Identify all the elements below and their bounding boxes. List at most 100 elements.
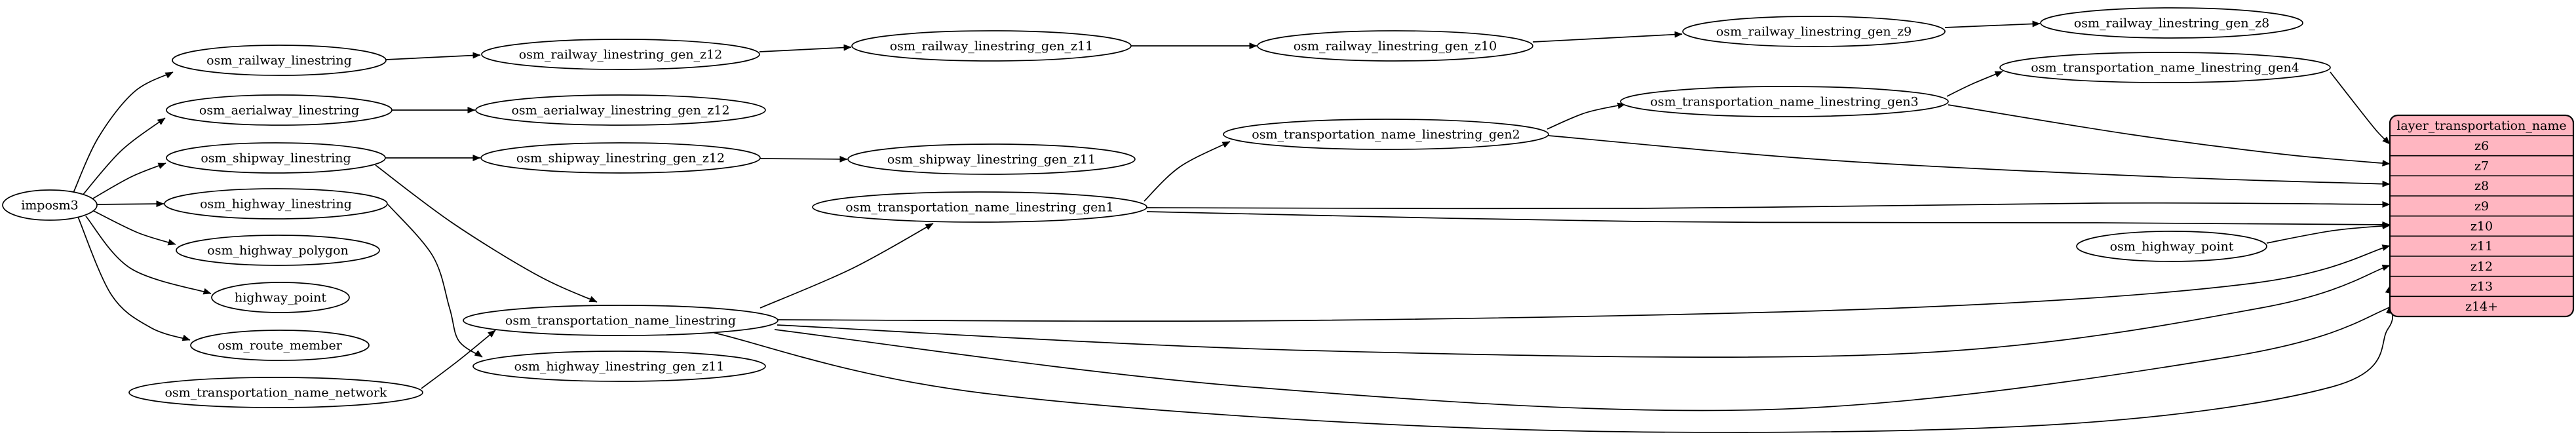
node-label-osm_transportation_name_linestring_gen1: osm_transportation_name_linestring_gen1 xyxy=(845,200,1113,215)
node-label-osm_aerialway_linestring_gen_z12: osm_aerialway_linestring_gen_z12 xyxy=(511,104,729,118)
edge-imposm3--osm_highway_polygon xyxy=(93,210,176,246)
node-osm_shipway_linestring: osm_shipway_linestring xyxy=(166,142,386,174)
node-label-osm_transportation_name_linestring_gen4: osm_transportation_name_linestring_gen4 xyxy=(2031,61,2299,75)
node-label-osm_transportation_name_network: osm_transportation_name_network xyxy=(164,386,387,400)
node-ellipse-osm_aerialway_linestring_gen_z12 xyxy=(475,94,766,126)
node-label-osm_railway_linestring: osm_railway_linestring xyxy=(206,54,352,68)
record-row-z9: z9 xyxy=(2474,199,2489,214)
node-osm_railway_linestring_gen_z10: osm_railway_linestring_gen_z10 xyxy=(1257,30,1533,62)
node-ellipse-osm_transportation_name_network xyxy=(128,377,423,408)
node-ellipse-osm_shipway_linestring xyxy=(166,142,386,174)
edge-osm_highway_linestring--osm_highway_linestring_gen_z11 xyxy=(387,204,483,358)
node-osm_highway_linestring_gen_z11: osm_highway_linestring_gen_z11 xyxy=(472,351,766,382)
node-label-osm_route_member: osm_route_member xyxy=(218,339,343,353)
record-row-z8: z8 xyxy=(2474,179,2489,193)
edge-osm_highway_point--layer_transportation_name.z10 xyxy=(2266,223,2391,244)
edge-osm_shipway_linestring--osm_transportation_name_linestring xyxy=(375,164,598,303)
node-ellipse-osm_highway_polygon xyxy=(176,235,380,266)
node-ellipse-osm_railway_linestring_gen_z11 xyxy=(851,30,1132,62)
edge-osm_transportation_name_linestring_gen4--layer_transportation_name.z6 xyxy=(2330,71,2391,145)
node-ellipse-osm_highway_linestring_gen_z11 xyxy=(472,351,766,382)
edge-osm_railway_linestring--osm_railway_linestring_gen_z12 xyxy=(385,52,481,60)
node-ellipse-osm_transportation_name_linestring_gen1 xyxy=(812,191,1147,223)
node-osm_highway_point: osm_highway_point xyxy=(2076,231,2267,262)
node-label-osm_highway_linestring: osm_highway_linestring xyxy=(200,197,352,212)
edge-imposm3--osm_route_member xyxy=(77,216,191,341)
node-label-osm_aerialway_linestring: osm_aerialway_linestring xyxy=(199,104,359,118)
edge-osm_railway_linestring_gen_z12--osm_railway_linestring_gen_z11 xyxy=(759,44,852,52)
node-osm_transportation_name_network: osm_transportation_name_network xyxy=(128,377,423,408)
node-ellipse-osm_transportation_name_linestring_gen4 xyxy=(1999,52,2331,83)
node-osm_transportation_name_linestring: osm_transportation_name_linestring xyxy=(463,305,779,336)
nodes-layer: imposm3 osm_railway_linestring osm_aerialw… xyxy=(2,7,2331,408)
node-label-osm_highway_polygon: osm_highway_polygon xyxy=(207,244,349,258)
node-ellipse-imposm3 xyxy=(2,189,98,221)
node-osm_highway_polygon: osm_highway_polygon xyxy=(176,235,380,266)
node-ellipse-highway_point xyxy=(211,282,350,313)
node-ellipse-osm_highway_point xyxy=(2076,231,2267,262)
node-ellipse-osm_shipway_linestring_gen_z12 xyxy=(480,142,761,174)
edge-osm_transportation_name_linestring--layer_transportation_name.z13 xyxy=(774,285,2399,411)
node-label-osm_transportation_name_linestring_gen2: osm_transportation_name_linestring_gen2 xyxy=(1252,128,1520,142)
node-ellipse-osm_railway_linestring_gen_z8 xyxy=(2040,7,2303,39)
edge-osm_transportation_name_network--osm_transportation_name_linestring xyxy=(421,330,496,389)
node-ellipse-osm_transportation_name_linestring xyxy=(463,305,779,336)
node-label-imposm3: imposm3 xyxy=(21,199,79,213)
node-ellipse-osm_aerialway_linestring xyxy=(166,94,393,126)
edge-osm_transportation_name_linestring_gen2--osm_transportation_name_linestring_gen3 xyxy=(1547,102,1626,130)
edge-imposm3--osm_railway_linestring xyxy=(73,71,174,193)
node-osm_shipway_linestring_gen_z11: osm_shipway_linestring_gen_z11 xyxy=(847,143,1136,175)
node-osm_transportation_name_linestring_gen4: osm_transportation_name_linestring_gen4 xyxy=(1999,52,2331,83)
edge-osm_transportation_name_linestring_gen1--osm_transportation_name_linestring_gen2 xyxy=(1144,141,1231,202)
node-label-osm_railway_linestring_gen_z8: osm_railway_linestring_gen_z8 xyxy=(2074,16,2269,31)
node-osm_transportation_name_linestring_gen1: osm_transportation_name_linestring_gen1 xyxy=(812,191,1147,223)
edge-imposm3--osm_shipway_linestring xyxy=(91,162,166,200)
record-row-z7: z7 xyxy=(2474,159,2489,174)
node-label-osm_transportation_name_linestring_gen3: osm_transportation_name_linestring_gen3 xyxy=(1650,95,1918,109)
edge-osm_transportation_name_linestring--layer_transportation_name.z12 xyxy=(777,264,2391,358)
node-imposm3: imposm3 xyxy=(2,189,98,221)
node-ellipse-osm_transportation_name_linestring_gen2 xyxy=(1223,119,1549,150)
node-label-osm_highway_point: osm_highway_point xyxy=(2110,240,2234,254)
node-ellipse-osm_railway_linestring_gen_z9 xyxy=(1682,16,1946,47)
node-osm_railway_linestring_gen_z8: osm_railway_linestring_gen_z8 xyxy=(2040,7,2303,39)
node-osm_railway_linestring_gen_z12: osm_railway_linestring_gen_z12 xyxy=(481,39,760,70)
node-ellipse-osm_shipway_linestring_gen_z11 xyxy=(847,143,1136,175)
node-ellipse-osm_railway_linestring_gen_z12 xyxy=(481,39,760,70)
node-osm_transportation_name_linestring_gen2: osm_transportation_name_linestring_gen2 xyxy=(1223,119,1549,150)
node-osm_transportation_name_linestring_gen3: osm_transportation_name_linestring_gen3 xyxy=(1620,86,1949,117)
edge-osm_transportation_name_linestring--layer_transportation_name.z11 xyxy=(777,244,2391,322)
record-row-z12: z12 xyxy=(2470,259,2493,274)
record-row-z11: z11 xyxy=(2470,239,2493,254)
record-layer: layer_transportation_name z6 z7 z8 z9 z10 z11 z… xyxy=(2389,114,2575,318)
record-title: layer_transportation_name xyxy=(2396,119,2566,133)
node-label-osm_railway_linestring_gen_z11: osm_railway_linestring_gen_z11 xyxy=(890,39,1094,54)
node-osm_railway_linestring_gen_z11: osm_railway_linestring_gen_z11 xyxy=(851,30,1132,62)
edge-osm_railway_linestring_gen_z10--osm_railway_linestring_gen_z9 xyxy=(1532,31,1683,43)
record-row-z10: z10 xyxy=(2470,220,2493,234)
edge-osm_railway_linestring_gen_z9--osm_railway_linestring_gen_z8 xyxy=(1944,20,2041,28)
node-label-osm_transportation_name_linestring: osm_transportation_name_linestring xyxy=(505,314,736,328)
node-osm_railway_linestring_gen_z9: osm_railway_linestring_gen_z9 xyxy=(1682,16,1946,47)
node-osm_aerialway_linestring_gen_z12: osm_aerialway_linestring_gen_z12 xyxy=(475,94,766,126)
edge-osm_transportation_name_linestring--layer_transportation_name.z14+ xyxy=(714,305,2394,433)
node-label-osm_shipway_linestring: osm_shipway_linestring xyxy=(201,151,351,166)
node-osm_aerialway_linestring: osm_aerialway_linestring xyxy=(166,94,393,126)
edge-osm_transportation_name_linestring_gen1--layer_transportation_name.z10 xyxy=(1146,211,2391,228)
node-ellipse-osm_highway_linestring xyxy=(164,188,388,220)
node-label-osm_shipway_linestring_gen_z11: osm_shipway_linestring_gen_z11 xyxy=(887,153,1096,167)
node-label-highway_point: highway_point xyxy=(235,291,326,305)
node-label-osm_railway_linestring_gen_z10: osm_railway_linestring_gen_z10 xyxy=(1294,39,1497,54)
node-osm_route_member: osm_route_member xyxy=(190,330,370,361)
record-row-z6: z6 xyxy=(2474,139,2489,153)
record-row-z14+: z14+ xyxy=(2465,299,2498,314)
edge-osm_transportation_name_linestring_gen3--osm_transportation_name_linestring_gen4 xyxy=(1946,71,2003,97)
edge-osm_transportation_name_linestring--osm_transportation_name_linestring_gen1 xyxy=(759,223,934,309)
node-osm_highway_linestring: osm_highway_linestring xyxy=(164,188,388,220)
node-label-osm_highway_linestring_gen_z11: osm_highway_linestring_gen_z11 xyxy=(514,360,725,374)
record-row-z13: z13 xyxy=(2470,280,2493,294)
node-label-osm_railway_linestring_gen_z9: osm_railway_linestring_gen_z9 xyxy=(1716,25,1912,39)
edge-imposm3--highway_point xyxy=(85,216,212,295)
